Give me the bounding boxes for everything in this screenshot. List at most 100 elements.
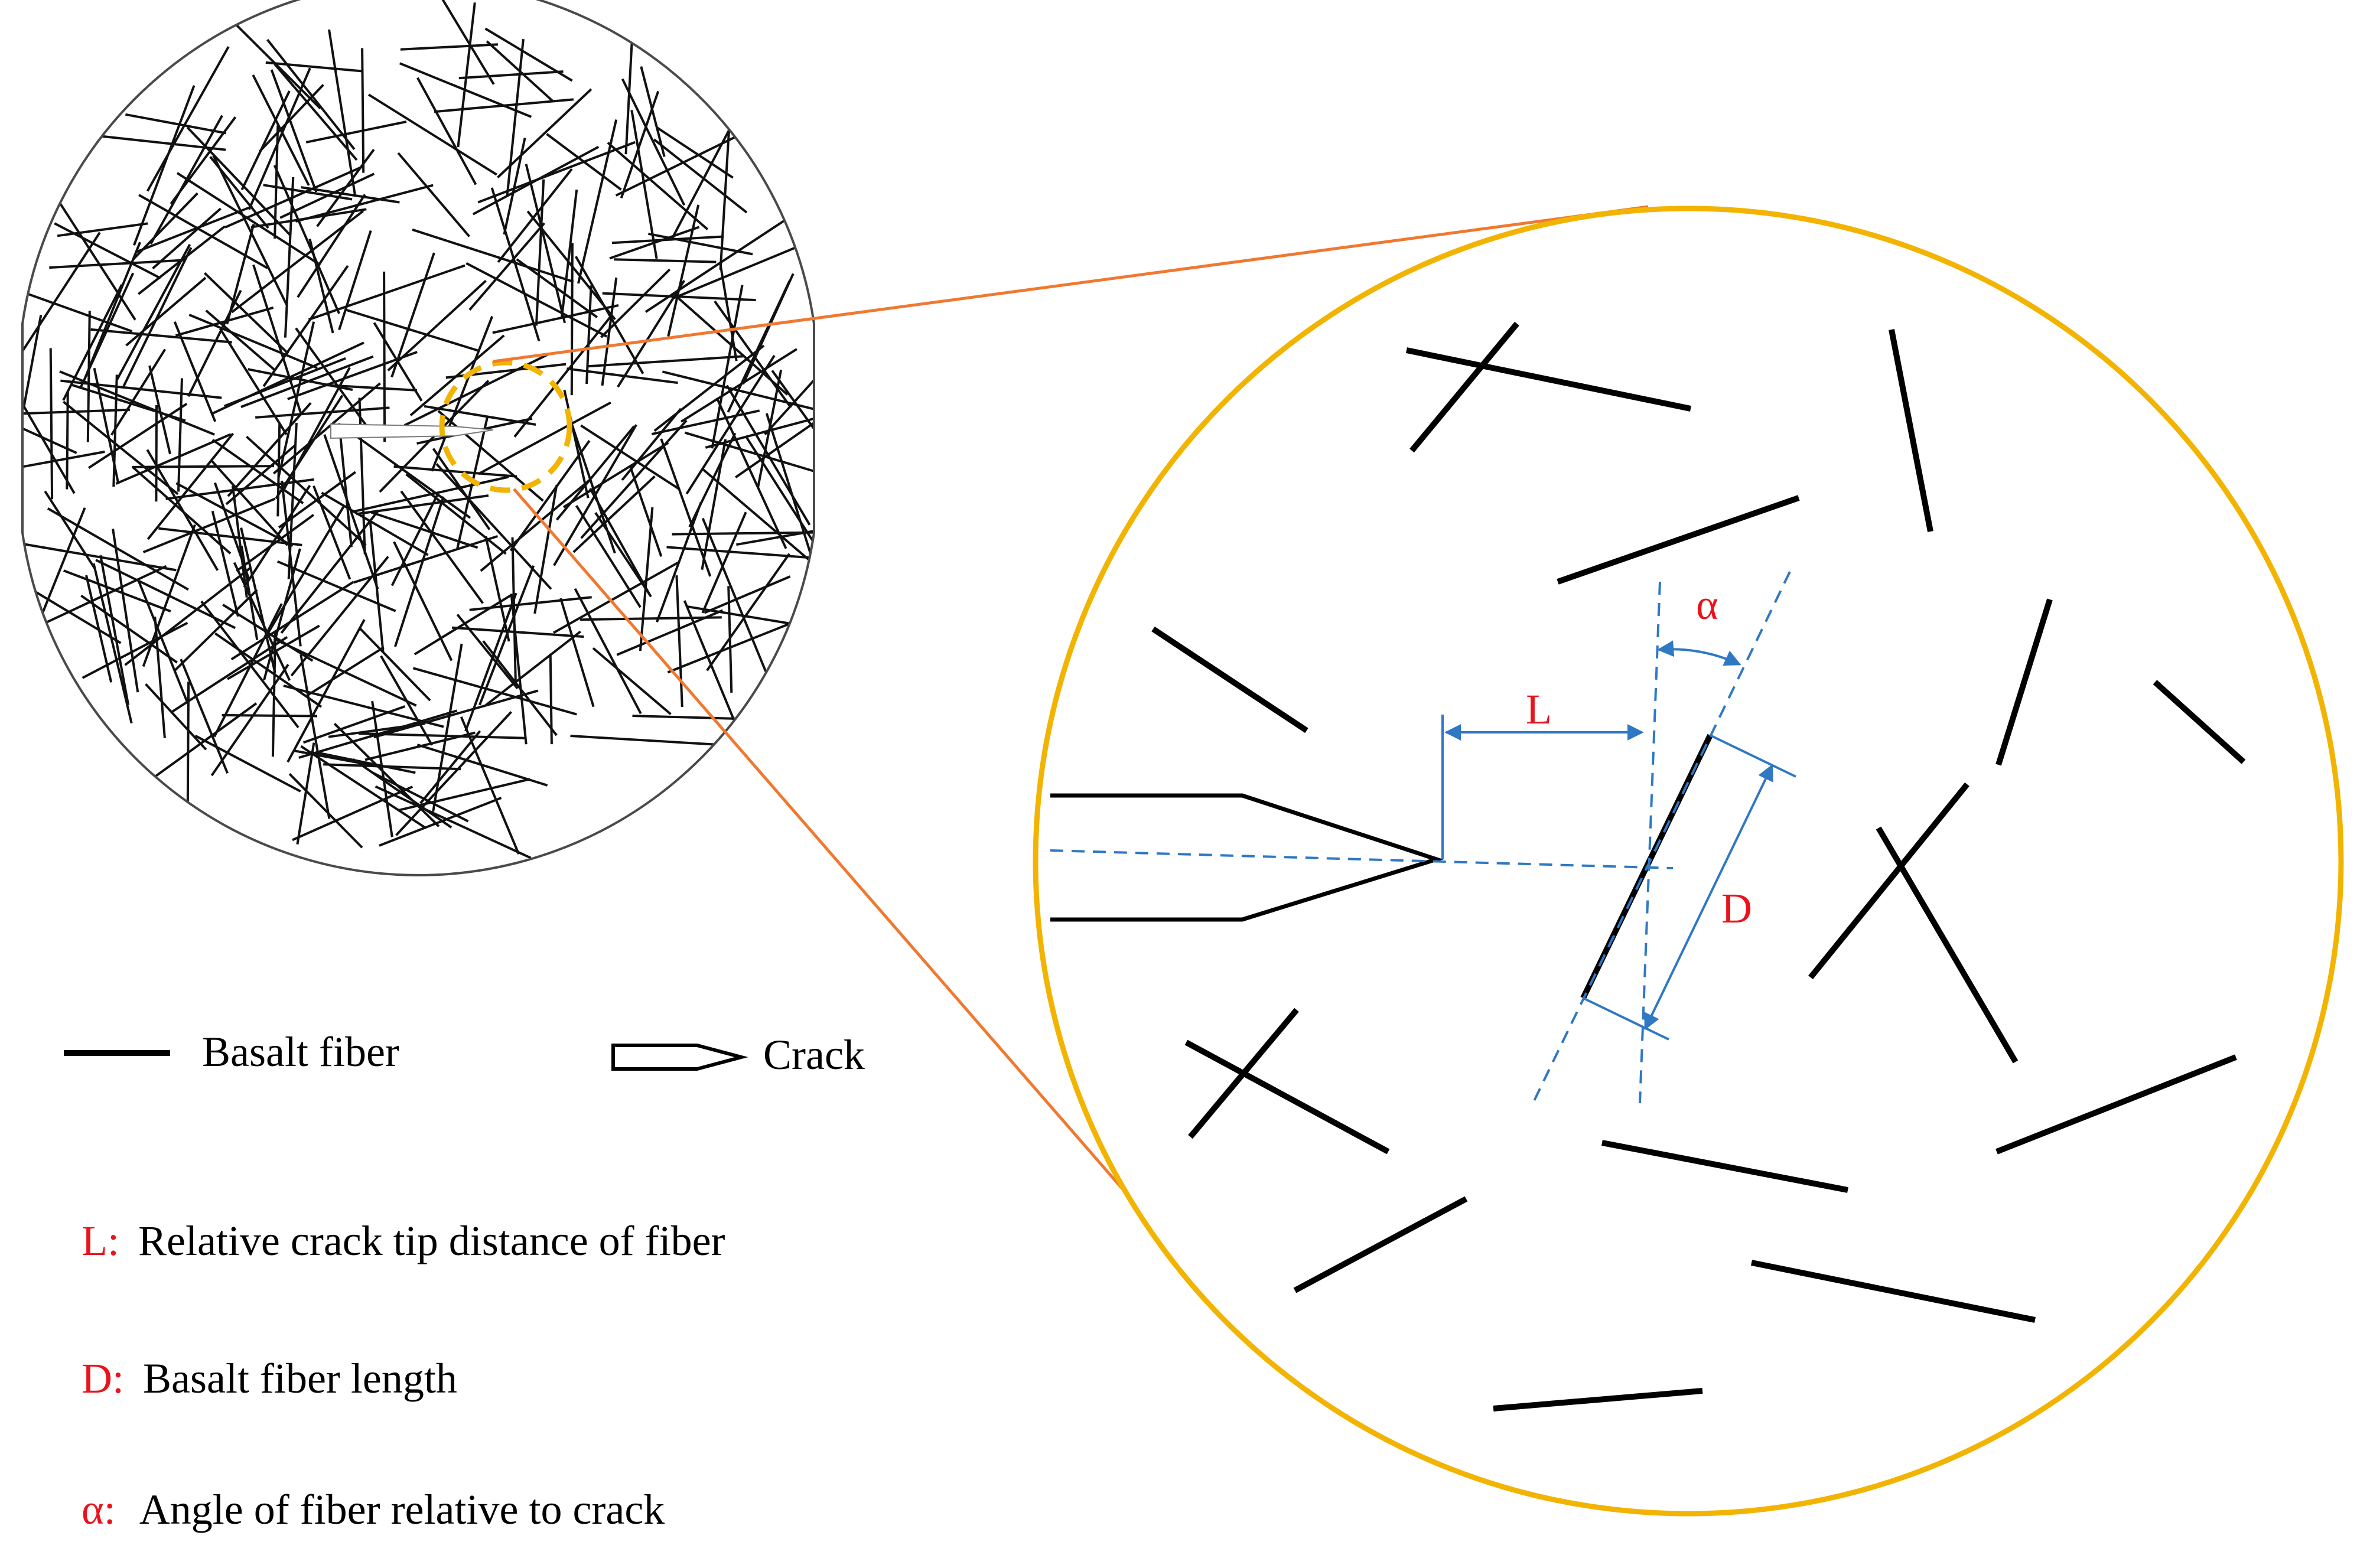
random-fiber (272, 382, 381, 475)
random-fiber (711, 285, 744, 449)
fiber-axis-line (1532, 571, 1791, 1104)
random-fiber (651, 409, 760, 436)
random-fiber (62, 283, 123, 401)
random-fiber (321, 491, 429, 556)
random-fiber (393, 541, 453, 661)
random-fiber (126, 702, 258, 798)
random-fiber (744, 435, 814, 575)
random-fiber (214, 632, 323, 708)
random-fibers (22, 0, 814, 859)
random-fiber (231, 210, 364, 314)
specimen (21, 0, 815, 876)
random-fiber (575, 505, 642, 608)
random-fiber (110, 348, 167, 436)
random-fiber (419, 730, 481, 804)
random-fiber (173, 321, 217, 422)
random-fiber (562, 441, 669, 508)
random-fiber (299, 654, 331, 819)
random-fiber (308, 239, 334, 334)
random-fiber (57, 222, 148, 237)
random-fiber (468, 222, 546, 311)
random-fiber (629, 465, 663, 557)
random-fiber (231, 485, 248, 598)
random-fiber (400, 490, 484, 604)
random-fiber (338, 423, 353, 547)
random-fiber (361, 48, 365, 173)
random-fiber (771, 370, 814, 471)
random-fiber (92, 563, 133, 724)
random-fiber (59, 370, 215, 436)
random-fiber (296, 742, 315, 845)
random-fiber (22, 288, 133, 332)
random-fiber (205, 309, 276, 372)
random-fiber (666, 546, 813, 559)
random-fiber (561, 189, 578, 317)
random-fiber (432, 448, 491, 530)
random-fiber (414, 594, 513, 656)
random-fiber (373, 689, 539, 739)
random-fiber (506, 38, 525, 197)
random-fiber (80, 132, 226, 151)
random-fiber (99, 555, 130, 706)
random-fiber (63, 569, 171, 612)
random-fiber (702, 468, 814, 572)
random-fiber (503, 138, 526, 235)
random-fiber (49, 348, 54, 500)
random-fiber (265, 505, 346, 636)
random-fiber (497, 88, 592, 178)
random-fiber (399, 62, 532, 118)
random-fiber (662, 370, 814, 414)
random-fiber (133, 85, 196, 246)
random-fiber (675, 575, 683, 708)
random-fiber (333, 722, 440, 827)
random-fiber (607, 141, 709, 230)
fiber (1405, 347, 1692, 412)
random-fiber (152, 207, 222, 270)
fiber (1188, 1008, 1299, 1139)
random-fiber (656, 501, 702, 622)
definition-alpha-text: Angle of fiber relative to crack (139, 1486, 665, 1533)
random-fiber (262, 265, 349, 387)
random-fiber (323, 763, 461, 771)
random-fiber (212, 155, 288, 307)
random-fiber (210, 459, 289, 546)
random-fiber (295, 184, 434, 223)
random-fiber (375, 785, 532, 859)
random-fiber (263, 548, 301, 681)
random-fiber (490, 187, 541, 341)
definition-alpha: α: Angle of fiber relative to crack (82, 1486, 665, 1533)
random-fiber (155, 405, 158, 502)
random-fiber (405, 473, 507, 555)
specimen-crack (330, 423, 494, 439)
random-fiber (213, 603, 283, 738)
random-fiber (672, 531, 814, 536)
random-fiber (632, 715, 735, 720)
random-fiber (211, 438, 304, 504)
random-fiber (516, 258, 598, 318)
random-fiber (255, 406, 390, 419)
zoom-marker (439, 360, 572, 493)
legend-fiber-label: Basalt fiber (202, 1028, 399, 1075)
random-fiber (611, 235, 724, 245)
random-fiber (371, 771, 469, 823)
random-fiber (188, 314, 318, 369)
random-fiber (735, 380, 814, 478)
random-fiber (294, 749, 383, 769)
random-fiber (432, 643, 463, 812)
random-fiber (358, 627, 431, 702)
random-fiber (367, 93, 497, 176)
random-fiber (32, 565, 167, 630)
random-fiber (22, 315, 43, 409)
random-fiber (148, 365, 171, 455)
random-fiber (380, 655, 434, 746)
random-fiber (352, 758, 452, 829)
random-fiber (393, 496, 445, 647)
random-fiber (170, 636, 288, 714)
random-fiber (273, 165, 340, 314)
random-fiber (497, 168, 573, 263)
random-fiber (258, 84, 324, 153)
random-fiber (574, 588, 642, 715)
random-fiber (49, 259, 184, 269)
random-fiber (154, 616, 166, 738)
